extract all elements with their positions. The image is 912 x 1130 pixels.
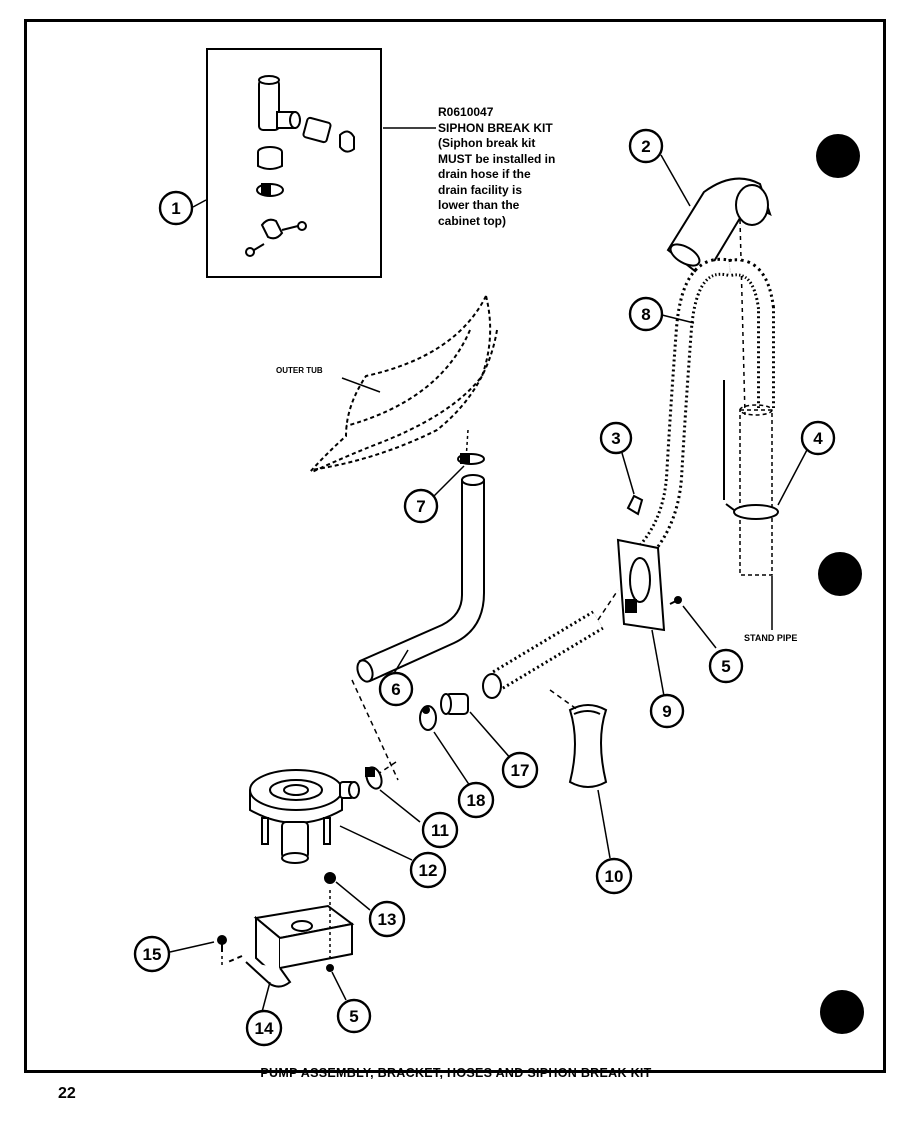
callout-1-text: 1	[171, 199, 180, 218]
callout-17-text: 17	[511, 761, 530, 780]
outer-tub-label: OUTER TUB	[276, 366, 323, 375]
siphon-coupling-part	[257, 146, 283, 170]
callout-9-text: 9	[662, 702, 671, 721]
callout-2: 2	[628, 128, 664, 164]
callout-14-text: 14	[255, 1019, 274, 1038]
callout-4: 4	[800, 420, 836, 456]
callout-12-text: 12	[419, 861, 438, 880]
callout-13: 13	[368, 900, 406, 938]
binder-hole-bottom	[820, 990, 864, 1034]
screw-5-upper	[669, 596, 682, 605]
callout-6: 6	[378, 671, 414, 707]
callout-7: 7	[403, 488, 439, 524]
kit-note-line: (Siphon break kit	[438, 136, 536, 150]
hose-clamp-4	[725, 503, 779, 520]
siphon-bracket-part	[245, 218, 307, 257]
callout-3-text: 3	[611, 429, 620, 448]
callout-8-text: 8	[641, 305, 650, 324]
callout-18-text: 18	[467, 791, 486, 810]
callout-5-upper-text: 5	[721, 657, 730, 676]
coupling-17	[440, 693, 469, 715]
callout-3: 3	[599, 421, 633, 455]
callout-4-text: 4	[813, 429, 823, 448]
binder-hole-top	[816, 134, 860, 178]
callout-10-text: 10	[605, 867, 624, 886]
callout-8: 8	[628, 296, 664, 332]
callout-15-text: 15	[143, 945, 162, 964]
drain-elbow-2	[666, 177, 772, 280]
clip-3	[626, 494, 644, 516]
callout-17: 17	[501, 751, 539, 789]
pump-bracket-14	[227, 904, 355, 988]
callout-18: 18	[457, 781, 495, 819]
binder-hole-middle	[818, 552, 862, 596]
kit-note-line: lower than the	[438, 198, 520, 212]
tub-to-pump-hose-6	[356, 474, 485, 683]
callout-5-lower-text: 5	[349, 1007, 358, 1026]
callout-1: 1	[158, 190, 194, 226]
stand-pipe	[739, 404, 773, 576]
callout-2-text: 2	[641, 137, 650, 156]
callout-5-lower: 5	[336, 998, 372, 1034]
outer-tub-outline	[309, 295, 498, 473]
callout-11: 11	[421, 811, 459, 849]
pump-12	[249, 769, 360, 864]
screw-15	[217, 935, 227, 952]
callout-11-text: 11	[431, 821, 449, 840]
diagram-border	[24, 19, 886, 1073]
callout-12: 12	[409, 851, 447, 889]
pump-outlet-hose	[482, 589, 619, 699]
cover-10	[568, 704, 608, 788]
clamp-7	[457, 453, 485, 465]
stand-pipe-label: STAND PIPE	[744, 633, 798, 643]
kit-part-number: R0610047	[438, 105, 494, 119]
kit-note-line: MUST be installed in	[438, 151, 556, 166]
callout-14: 14	[245, 1009, 283, 1047]
callout-9: 9	[649, 693, 685, 729]
hose-bracket-9	[616, 538, 666, 632]
kit-note-line: drain facility is	[438, 182, 523, 197]
siphon-clamp-part	[256, 183, 284, 197]
grommet-13	[324, 872, 336, 884]
callout-15: 15	[133, 935, 171, 973]
siphon-tee-part	[258, 75, 355, 153]
clamp-11	[365, 766, 383, 790]
callout-10: 10	[595, 857, 633, 895]
kit-note-line: cabinet top)	[438, 213, 506, 228]
diagram-caption: PUMP ASSEMBLY, BRACKET, HOSES AND SIPHON…	[260, 1066, 652, 1080]
siphon-break-kit-box	[206, 48, 382, 278]
clamp-18	[419, 705, 437, 731]
callout-7-text: 7	[416, 497, 425, 516]
siphon-break-kit-note: R0610047 SIPHON BREAK KIT (Siphon break …	[438, 105, 555, 229]
screw-5-lower	[326, 964, 334, 972]
drain-hose-8	[631, 257, 775, 565]
callout-13-text: 13	[378, 910, 397, 929]
page-number: 22	[58, 1085, 76, 1102]
callout-6-text: 6	[391, 680, 400, 699]
kit-title: SIPHON BREAK KIT	[438, 120, 553, 135]
kit-note-line: drain hose if the	[438, 167, 531, 181]
callout-5-upper: 5	[708, 648, 744, 684]
